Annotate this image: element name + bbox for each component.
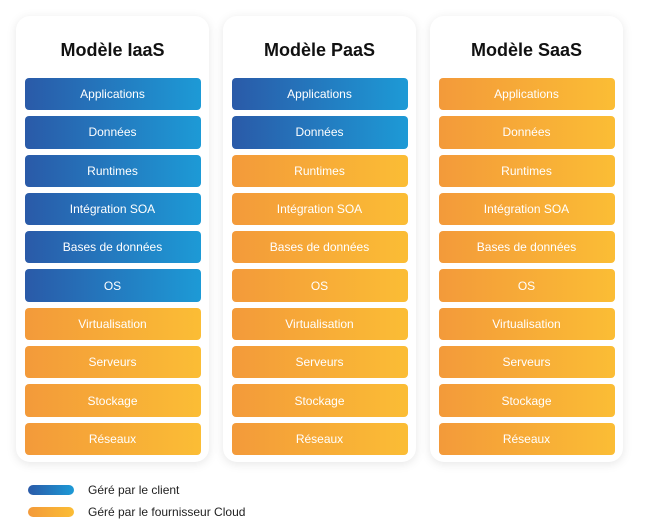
iaas-layer: Intégration SOA	[24, 192, 201, 226]
saas-layer: Applications	[438, 78, 615, 111]
saas-layer: Serveurs	[438, 346, 615, 379]
paas-layer: Données	[231, 116, 408, 149]
saas-layer: Intégration SOA	[438, 192, 615, 226]
model-columns: Modèle IaaS Applications Données Runtime…	[16, 16, 623, 462]
iaas-title: Modèle IaaS	[60, 40, 165, 60]
legend-client: Géré par le client	[28, 483, 245, 497]
iaas-layer: Serveurs	[24, 346, 201, 379]
paas-layer: Runtimes	[231, 154, 408, 187]
iaas-layer: Runtimes	[24, 154, 201, 187]
iaas-layer: Virtualisation	[24, 307, 201, 341]
iaas-layer: Données	[24, 116, 201, 149]
saas-layer: Runtimes	[438, 154, 615, 187]
paas-layer: Serveurs	[231, 346, 408, 379]
legend-client-swatch	[28, 485, 74, 495]
legend: Géré par le client Géré par le fournisse…	[28, 483, 246, 519]
saas-layers: Applications Données Runtimes Intégratio…	[438, 78, 615, 455]
iaas-layer: OS	[24, 269, 201, 302]
iaas-layer: Applications	[24, 78, 201, 111]
iaas-card: Modèle IaaS Applications Données Runtime…	[16, 16, 209, 462]
legend-provider-label: Géré par le fournisseur Cloud	[88, 505, 246, 519]
paas-layer: OS	[231, 269, 408, 302]
iaas-layers: Applications Données Runtimes Intégratio…	[24, 78, 201, 455]
paas-layer: Intégration SOA	[231, 192, 408, 226]
saas-title: Modèle SaaS	[470, 40, 583, 60]
paas-layer: Stockage	[231, 384, 408, 417]
saas-layer: Réseaux	[438, 422, 615, 455]
saas-layer: Stockage	[438, 384, 615, 417]
saas-layer: OS	[438, 269, 615, 302]
legend-provider: Géré par le fournisseur Cloud	[28, 505, 246, 519]
paas-title: Modèle PaaS	[263, 40, 376, 60]
paas-layers: Applications Données Runtimes Intégratio…	[231, 78, 408, 455]
paas-layer: Virtualisation	[231, 307, 408, 341]
paas-layer: Applications	[231, 78, 408, 111]
iaas-layer: Bases de données	[24, 231, 201, 264]
paas-layer: Bases de données	[231, 231, 408, 264]
saas-card: Modèle SaaS Applications Données Runtime…	[430, 16, 623, 462]
legend-client-label: Géré par le client	[88, 483, 180, 497]
paas-card: Modèle PaaS Applications Données Runtime…	[223, 16, 416, 462]
iaas-layer: Réseaux	[24, 422, 201, 455]
paas-layer: Réseaux	[231, 422, 408, 455]
saas-layer: Données	[438, 116, 615, 149]
legend-provider-swatch	[28, 507, 74, 517]
iaas-layer: Stockage	[24, 384, 201, 417]
saas-layer: Virtualisation	[438, 307, 615, 341]
saas-layer: Bases de données	[438, 231, 615, 264]
